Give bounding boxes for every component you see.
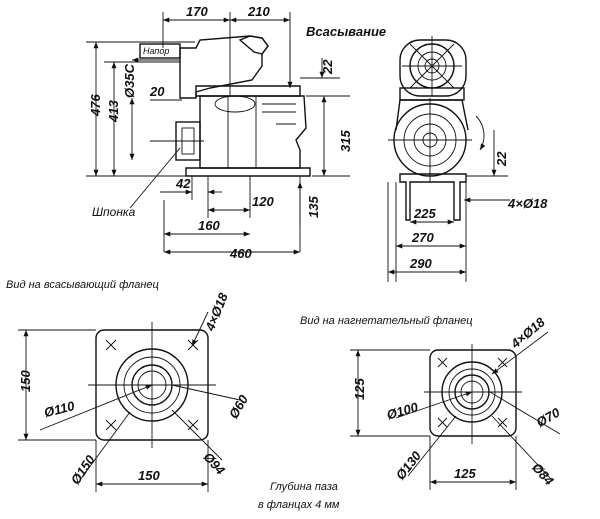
housing-window xyxy=(214,95,256,113)
dim-315: 315 xyxy=(338,130,353,152)
groove-note-line2: в фланцах 4 мм xyxy=(258,499,340,511)
discharge-flange-plate xyxy=(429,349,517,437)
side-view: 170 210 Всасывание 22 Напор 476 413 Ø35С… xyxy=(86,4,386,261)
end-view: 22 4×Ø18 225 270 290 xyxy=(387,36,548,282)
dim-d150: Ø150 xyxy=(68,452,99,487)
dim-160: 160 xyxy=(198,218,220,233)
discharge-flange-view: Вид на нагнетательный фланец 125 125 Ø10… xyxy=(300,314,563,490)
dim-476: 476 xyxy=(88,94,103,117)
suction-flange-title: Вид на всасывающий фланец xyxy=(6,279,159,291)
dim-d110: Ø110 xyxy=(42,398,76,420)
dim-d84: Ø84 xyxy=(529,460,557,489)
dim-35: Ø35С xyxy=(122,63,137,98)
dim-22-end: 22 xyxy=(494,151,509,167)
dim-270: 270 xyxy=(411,230,434,245)
dim-150-bottom: 150 xyxy=(138,468,160,483)
dim-22-top: 22 xyxy=(320,59,335,75)
discharge-flange-title: Вид на нагнетательный фланец xyxy=(300,315,473,327)
pump-volute xyxy=(179,35,269,99)
dim-4x18-suction: 4×Ø18 xyxy=(202,290,231,334)
dim-460: 460 xyxy=(229,246,252,261)
dim-4x18-discharge: 4×Ø18 xyxy=(507,314,548,352)
suction-label: Всасывание xyxy=(306,24,386,39)
dim-d94: Ø94 xyxy=(200,449,228,478)
dim-210: 210 xyxy=(247,4,270,19)
dim-d60: Ø60 xyxy=(226,392,252,421)
motor-top-housing xyxy=(399,39,467,97)
dim-d130: Ø130 xyxy=(393,448,425,483)
suction-nozzle xyxy=(238,35,269,55)
dim-170: 170 xyxy=(186,4,208,19)
dim-125-bottom: 125 xyxy=(454,466,476,481)
groove-note-line1: Глубина паза xyxy=(270,481,338,493)
dim-20: 20 xyxy=(149,84,165,99)
dim-42: 42 xyxy=(175,176,191,191)
dim-4x18-end: 4×Ø18 xyxy=(507,196,548,211)
dim-d100: Ø100 xyxy=(385,399,420,422)
dim-135: 135 xyxy=(306,196,321,218)
dim-120: 120 xyxy=(252,194,274,209)
dim-225: 225 xyxy=(413,206,436,221)
dim-290: 290 xyxy=(409,256,432,271)
dim-413: 413 xyxy=(106,100,121,123)
groove-note: Глубина паза в фланцах 4 мм xyxy=(258,481,340,511)
key-label: Шпонка xyxy=(92,205,136,219)
discharge-label: Напор xyxy=(143,46,169,56)
suction-flange-view: Вид на всасывающий фланец 150 150 Ø110 Ø… xyxy=(6,279,251,492)
dim-125-left: 125 xyxy=(352,378,367,400)
dim-150-left: 150 xyxy=(18,370,33,392)
base-plate xyxy=(185,167,311,177)
dim-d70: Ø70 xyxy=(534,404,563,430)
